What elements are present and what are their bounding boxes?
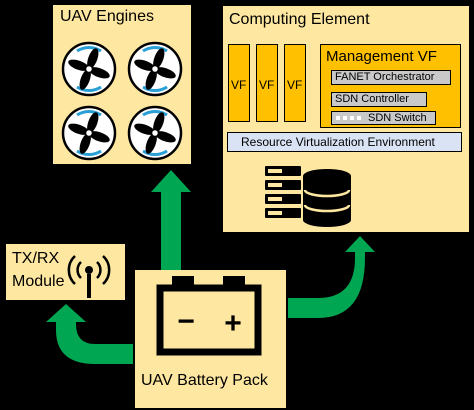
vf-label-2: VF <box>259 78 275 92</box>
vf-block-3: VF <box>284 44 306 122</box>
fanet-orchestrator-box: FANET Orchestrator <box>331 70 451 85</box>
battery-icon: − + <box>156 276 262 356</box>
arrow-to-engines <box>151 170 191 270</box>
management-vf-title: Management VF <box>326 48 437 65</box>
txrx-module-box: TX/RX Module <box>4 242 127 302</box>
vf-block-2: VF <box>256 44 278 122</box>
database-icon <box>303 169 351 227</box>
antenna-icon <box>67 255 111 298</box>
resource-virtualization-label: Resource Virtualization Environment <box>241 135 435 149</box>
arrow-to-txrx <box>46 304 133 364</box>
arrow-to-computing <box>288 236 375 318</box>
propeller-icon <box>61 105 117 161</box>
txrx-line2: Module <box>12 273 65 290</box>
sdn-controller-label: SDN Controller <box>335 93 409 105</box>
fanet-orchestrator-label: FANET Orchestrator <box>335 71 435 83</box>
vf-block-1: VF <box>228 44 250 122</box>
sdn-switch-box: SDN Switch <box>331 111 436 125</box>
server-icon <box>265 166 301 218</box>
sdn-switch-label: SDN Switch <box>368 112 427 124</box>
resource-virtualization-bar: Resource Virtualization Environment <box>227 132 462 152</box>
computing-element-title: Computing Element <box>229 11 370 28</box>
battery-plus-sign: + <box>224 307 242 340</box>
vf-label-3: VF <box>287 78 303 92</box>
propeller-icon <box>127 105 183 161</box>
battery-pack-title: UAV Battery Pack <box>141 372 268 389</box>
uav-engines-title: UAV Engines <box>60 8 154 25</box>
propeller-icon <box>127 41 183 97</box>
sdn-controller-box: SDN Controller <box>331 92 427 107</box>
propeller-icon <box>61 41 117 97</box>
port-dots-icon <box>336 116 362 120</box>
vf-label-1: VF <box>231 78 247 92</box>
battery-minus-sign: − <box>177 305 195 338</box>
txrx-line1: TX/RX <box>12 250 60 267</box>
management-vf-block: Management VF FANET Orchestrator SDN Con… <box>320 44 461 128</box>
